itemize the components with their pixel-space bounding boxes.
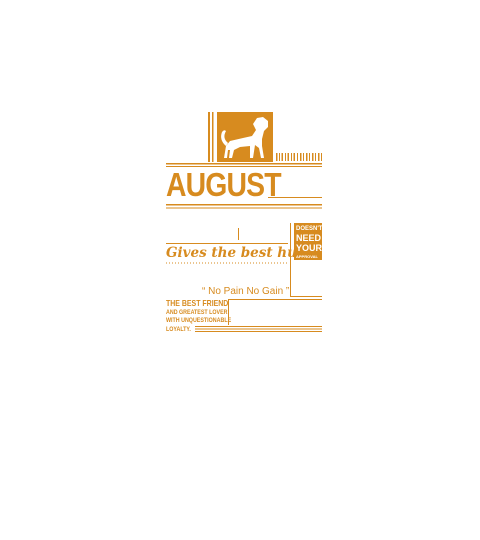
- friend-line-2: AND GREATEST LOVER: [166, 308, 228, 316]
- lion-icon: [221, 117, 268, 158]
- tagline: Gives the best hugs: [166, 245, 314, 261]
- quote-text: “ No Pain No Gain ”: [202, 286, 290, 297]
- stamp-line-3: YOUR: [296, 243, 323, 253]
- friend-line-4: LOYALTY.: [166, 325, 191, 333]
- friend-block: THE BEST FRIEND AND GREATEST LOVER WITH …: [166, 299, 231, 333]
- stamp-line-1: DOESN'T: [296, 226, 323, 232]
- barcode-graphic: [276, 153, 322, 161]
- approval-stamp-box: [294, 223, 322, 260]
- stamp-line-4: APPROVAL: [296, 254, 318, 259]
- friend-line-3: WITH UNQUESTIONABLE: [166, 317, 232, 324]
- friend-line-1: THE BEST FRIEND: [166, 298, 229, 308]
- month-title: AUGUST: [166, 166, 282, 203]
- approval-stamp: DOESN'T NEED YOUR APPROVAL: [296, 225, 322, 259]
- stamp-line-2: NEED: [296, 233, 322, 243]
